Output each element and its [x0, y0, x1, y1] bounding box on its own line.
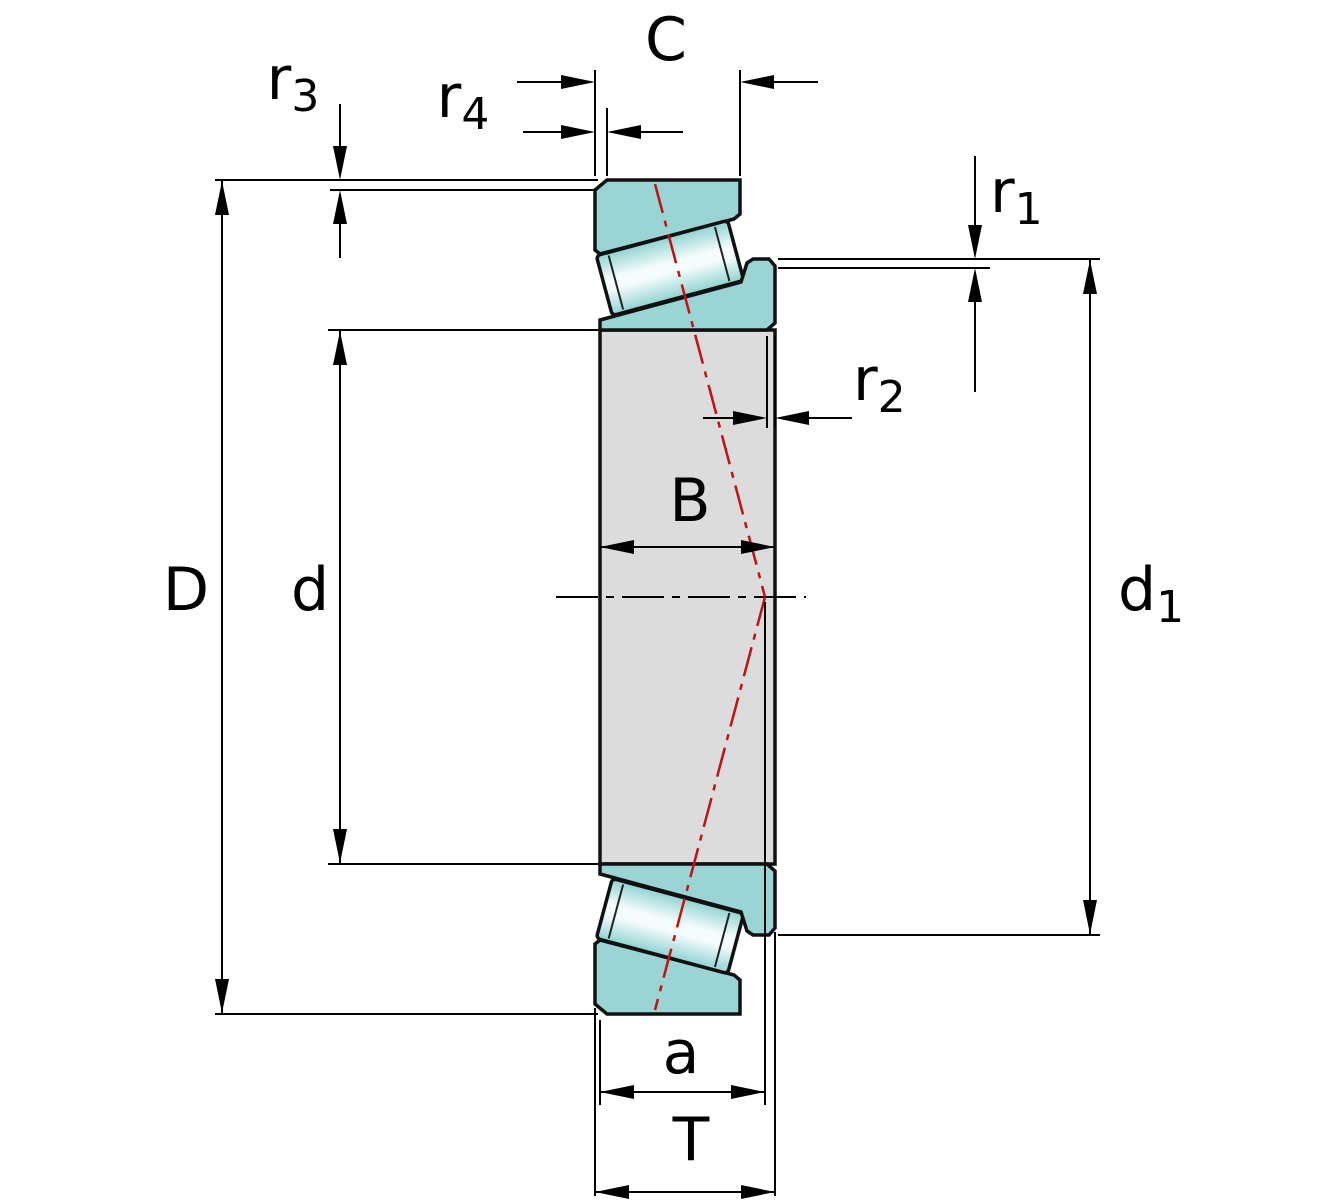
dim-r4: r4 — [437, 62, 683, 140]
arrowhead — [968, 268, 982, 302]
arrowhead — [595, 1185, 629, 1199]
dim-label-r2: r2 — [853, 345, 906, 423]
dim-label-r1: r1 — [990, 157, 1043, 235]
dim-label-d: d — [291, 555, 329, 625]
pressure-line-upper — [653, 183, 767, 598]
arrowhead — [561, 75, 595, 89]
arrowhead — [600, 540, 634, 554]
arrowhead — [731, 1085, 765, 1099]
dim-C: C — [517, 5, 818, 89]
roller-end-face-line — [713, 226, 731, 282]
arrowhead — [775, 411, 809, 425]
arrowhead — [333, 190, 347, 224]
dim-label-D: D — [163, 555, 209, 625]
dim-r1: r1 — [968, 156, 1043, 392]
arrowhead — [733, 411, 767, 425]
extension-lines — [215, 70, 1100, 1196]
arrowhead — [968, 225, 982, 259]
dim-label-C: C — [645, 5, 687, 75]
dim-label-B: B — [669, 466, 710, 536]
roller-end-face-line — [607, 255, 625, 310]
dim-a: a — [600, 1018, 765, 1099]
dim-label-r4: r4 — [437, 62, 490, 140]
dim-D: D — [163, 181, 229, 1013]
arrowhead — [607, 125, 641, 139]
dim-r2: r2 — [703, 345, 906, 425]
dim-B: B — [600, 466, 775, 554]
pressure-line-lower — [653, 596, 767, 1011]
arrowhead — [741, 540, 775, 554]
arrowhead — [741, 1185, 775, 1199]
arrowhead — [1083, 260, 1097, 294]
dim-T: T — [595, 1105, 775, 1199]
arrowhead — [333, 331, 347, 365]
arrowhead — [600, 1085, 634, 1099]
dim-label-T: T — [672, 1105, 710, 1175]
inner-ring-cone-section — [598, 257, 777, 332]
dim-label-a: a — [663, 1018, 700, 1088]
bearing-top-section — [593, 178, 777, 332]
dim-r3: r3 — [267, 44, 347, 258]
arrowhead — [215, 979, 229, 1013]
arrowhead — [333, 146, 347, 180]
arrowhead — [740, 75, 774, 89]
arrowhead — [561, 125, 595, 139]
dim-label-d1: d1 — [1118, 555, 1184, 633]
arrowhead — [215, 181, 229, 215]
arrowhead — [1083, 900, 1097, 934]
dim-d: d — [291, 331, 347, 863]
arrowhead — [333, 829, 347, 863]
dim-d1: d1 — [1083, 260, 1184, 934]
dim-label-r3: r3 — [267, 44, 320, 122]
bearing-bottom-section — [593, 862, 777, 1016]
